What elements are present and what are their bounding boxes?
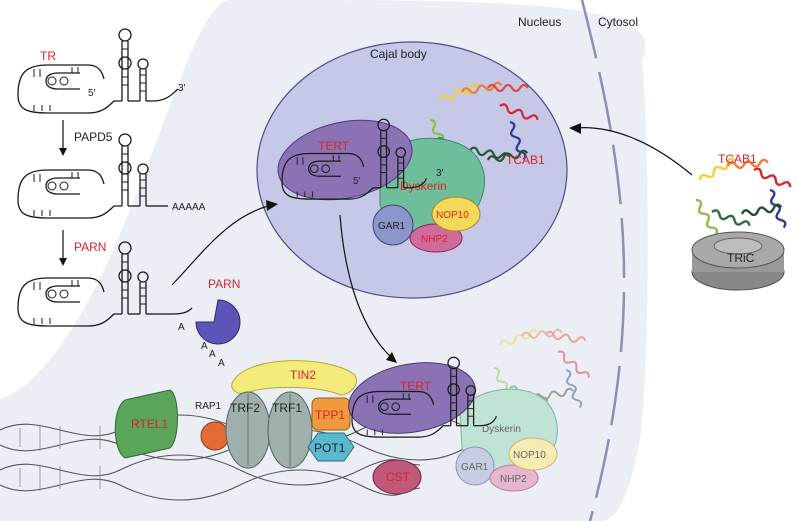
tert-telomere <box>348 362 476 434</box>
tert-cajal <box>277 119 413 201</box>
papd5-arrowhead <box>59 148 67 156</box>
trf2 <box>225 391 271 469</box>
rap1 <box>200 421 230 451</box>
cst-label: CST <box>386 470 411 484</box>
nop10-cajal-label: NOP10 <box>436 210 469 221</box>
tert-cajal-label: TERT <box>318 139 350 153</box>
nucleus-label: Nucleus <box>518 15 561 29</box>
tcab1-cajal-label: TCAB1 <box>506 153 545 167</box>
to-cajal-arrow <box>171 204 273 286</box>
tr-label: TR <box>40 49 56 63</box>
dyskerin-telomere-label: Dyskerin <box>482 424 521 435</box>
papd5-label: PAPD5 <box>74 130 113 144</box>
tric-chaperonin <box>691 231 785 291</box>
telomere-rungs <box>19 424 101 491</box>
tr-rna-step3 <box>17 241 193 327</box>
nop10-telomere-label: NOP10 <box>513 450 546 461</box>
poly-a-tail-label: AAAAA <box>172 202 206 213</box>
tert-telomere-label: TERT <box>400 379 432 393</box>
cajal-five-prime: 5′ <box>353 176 361 187</box>
a-trailing-3: A <box>218 358 225 369</box>
tr-three-prime: 3′ <box>178 83 186 94</box>
to-telomere-arrowhead <box>386 352 397 363</box>
cajal-body-label: Cajal body <box>370 47 427 61</box>
parn-step-label: PARN <box>74 240 106 254</box>
pot1 <box>307 432 355 462</box>
rtel1 <box>114 389 178 459</box>
gar1-telomere-label: GAR1 <box>461 462 489 473</box>
nhp2-telomere <box>489 464 539 492</box>
tpp1-label: TPP1 <box>315 408 345 422</box>
pot1-label: POT1 <box>314 441 346 455</box>
parn-enzyme-label: PARN <box>208 277 240 291</box>
tcab1-import-arrowhead <box>569 123 581 134</box>
tr-rna-step2 <box>17 133 168 219</box>
tcab1-import-arrow <box>574 127 693 176</box>
gar1-telomere <box>455 446 495 486</box>
a-trailing-2: A <box>209 349 216 360</box>
dyskerin-cajal-label: Dyskerin <box>400 179 447 193</box>
nhp2-cajal-label: NHP2 <box>421 234 448 245</box>
tin2 <box>231 360 357 396</box>
cst <box>372 459 422 495</box>
trf1 <box>267 391 313 469</box>
rtel1-label: RTEL1 <box>131 417 168 431</box>
gar1-cajal-label: GAR1 <box>378 221 406 232</box>
to-cajal-arrowhead <box>266 200 278 211</box>
tric-label: TRiC <box>727 251 755 265</box>
tin2-label: TIN2 <box>290 368 316 382</box>
nop10-cajal <box>431 196 481 232</box>
tr-five-prime: 5′ <box>88 88 96 99</box>
tcab1-cytosol <box>692 156 793 238</box>
cytosol-label: Cytosol <box>598 15 638 29</box>
a-nucleotide-label: A <box>178 322 185 333</box>
nhp2-telomere-label: NHP2 <box>500 474 527 485</box>
nuclear-envelope <box>580 0 626 521</box>
parn-enzyme <box>195 299 241 345</box>
a-trailing-1: A <box>201 341 208 352</box>
tcab1-cytosol-label: TCAB1 <box>718 152 757 166</box>
trf2-label: TRF2 <box>230 401 260 415</box>
gar1-cajal <box>372 204 414 246</box>
cajal-three-prime: 3′ <box>436 168 444 179</box>
to-telomere-arrow <box>339 214 393 359</box>
tr-rna-cajal <box>281 118 427 200</box>
rap1-label: RAP1 <box>195 401 222 412</box>
nop10-telomere <box>508 437 558 471</box>
trf1-label: TRF1 <box>272 401 302 415</box>
tr-rna-step1 <box>17 28 179 114</box>
parn-step-arrowhead <box>59 258 67 266</box>
tr-rna-telomere <box>351 356 497 438</box>
